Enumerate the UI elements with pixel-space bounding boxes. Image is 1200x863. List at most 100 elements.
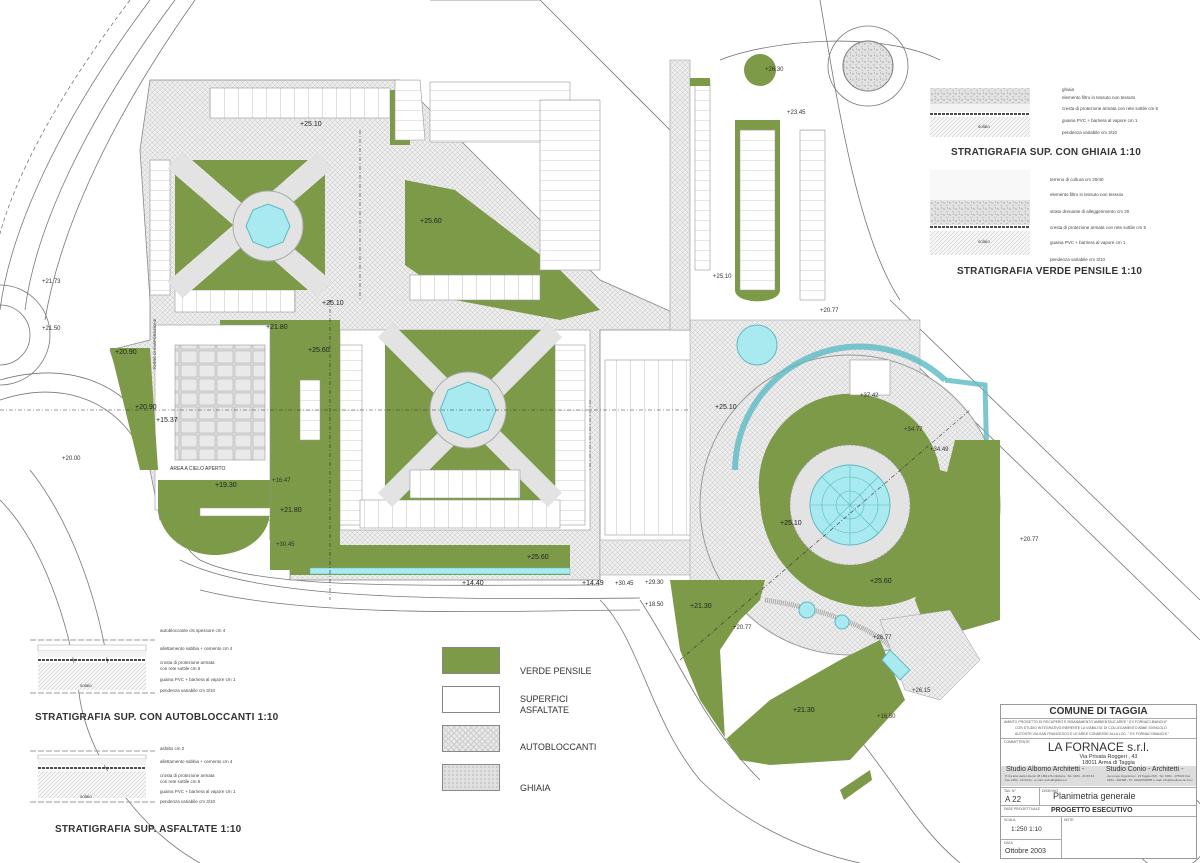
studio-1-name: Studio Albomo Architetti - — [1006, 766, 1085, 773]
legend-swatch-verde-pensile — [442, 647, 500, 674]
studio-2-details: via Lungo Argentina n. 23 Taggia (IM) - … — [1107, 774, 1193, 782]
slab-label: solaio — [978, 124, 990, 129]
layer-note: crosta di protezione armata — [160, 660, 215, 665]
green-roundabout — [744, 54, 776, 86]
elevation-label: +14.49 — [582, 580, 604, 587]
elevation-label: +29.30 — [645, 580, 664, 586]
elevation-label: +26.30 — [765, 67, 784, 73]
green-area-bottom-right — [670, 580, 905, 765]
municipality: COMUNE DI TAGGIA — [1049, 706, 1148, 717]
elevation-label: +21.50 — [42, 326, 61, 332]
elevation-label: +15.37 — [156, 417, 178, 424]
elevation-label: +25.60 — [420, 218, 442, 225]
layer-note: elemento filtro in tessuto non tessuto — [1062, 95, 1136, 100]
slab-label: solaio — [80, 794, 92, 799]
elevation-label: +30.45 — [276, 542, 295, 548]
layer-note: strato drenante di alleggerimento cm 20 — [1050, 209, 1130, 214]
legend-label: GHIAIA — [520, 783, 551, 793]
layer-note: guaina PVC + barriera al vapore cm 1 — [160, 789, 236, 794]
date-label: DATA — [1004, 841, 1013, 845]
tower-label: TORRE DI EVAPORAZIONE — [152, 318, 157, 370]
layer-note: elemento filtro in tessuto non tessuto — [1050, 192, 1124, 197]
layer-note: cresta di protezione armata con rete sot… — [1050, 225, 1147, 230]
elevation-label: +20.77 — [820, 308, 839, 314]
title-block: COMUNE DI TAGGIA AMBITO PROGETTO DI RECU… — [1000, 704, 1197, 859]
legend-swatch-ghiaia — [442, 764, 500, 791]
section-ghiaia-drawing — [930, 88, 1030, 137]
drawing-label: DISEGNO — [1042, 789, 1059, 793]
elevation-label: +21.30 — [793, 707, 815, 714]
layer-note: pendenza variabile cm 3/10 — [160, 688, 216, 693]
elevation-label: +19.30 — [215, 482, 237, 489]
legend-swatch-asfaltate — [442, 686, 500, 713]
green-triangle-left — [110, 348, 158, 470]
drawing-title: Planimetria generale — [1053, 791, 1136, 801]
layer-note: allettamento sabbia + cemento cm 4 — [160, 646, 233, 651]
elevation-label: +25.60 — [527, 554, 549, 561]
elevation-label: +25.60 — [308, 347, 330, 354]
stratigraphy-title: STRATIGRAFIA SUP. CON AUTOBLOCCANTI 1:10 — [35, 712, 279, 723]
legend-swatch-autobloccanti — [442, 725, 500, 752]
layer-note: ghiaia — [1062, 87, 1075, 92]
green-halfcircle-left — [158, 480, 270, 555]
elevation-label: +21.80 — [266, 324, 288, 331]
elevation-label: +20.90 — [115, 349, 137, 356]
section-autobloccanti-drawing — [30, 639, 155, 694]
client-label: COMMITTENTE — [1004, 740, 1030, 744]
octagon-skylight-upper — [245, 203, 291, 249]
phase: PROGETTO ESECUTIVO — [1051, 807, 1133, 814]
elevation-label: +30.45 — [615, 581, 634, 587]
notes-label: NOTE — [1064, 818, 1074, 822]
elevation-label: +23.45 — [787, 110, 806, 116]
green-strip-left — [290, 320, 570, 575]
elevation-label: +25.10 — [300, 121, 322, 128]
client-name: LA FORNACE s.r.l. — [1047, 740, 1150, 754]
elevation-label: +25.10 — [713, 274, 732, 280]
sheet-label: TAV. N° — [1004, 789, 1016, 793]
elevation-label: +25.60 — [870, 578, 892, 585]
section-lines — [0, 130, 971, 661]
client-city: 18011 Arma di Taggia — [1082, 760, 1135, 766]
layer-note: guaina PVC + barriera al vapore cm 1 — [1062, 118, 1138, 123]
roundabout-top — [842, 40, 894, 92]
elevation-label: +20.77 — [733, 625, 752, 631]
circular-building — [699, 343, 1001, 656]
layer-note: cresta di protezione armata con rete sot… — [1062, 106, 1159, 111]
project-description-line: CON STUDIO INTEGRATIVO INERENTE LA VIABI… — [1015, 726, 1167, 730]
elevation-label: +37.42 — [860, 393, 879, 399]
elevation-label: +20.00 — [62, 456, 81, 462]
studio-1-details: P.zza Eroi della Liberta' 28 18012 Bordi… — [1005, 774, 1095, 782]
layer-note: pendenza variabile cm 3/10 — [160, 799, 216, 804]
elevation-label: +26.77 — [873, 635, 892, 641]
round-skylight — [736, 324, 778, 366]
section-asfaltate-drawing — [30, 750, 155, 803]
layer-note: guaina PVC + barriera al vapore cm 1 — [1050, 240, 1126, 245]
project-description-line: AUTOSTR.VIA SAN FRANCESCO E LE AREE CONN… — [1015, 732, 1169, 736]
open-area-label: AREA A CIELO APERTO — [170, 466, 226, 472]
elevation-label: +21.80 — [280, 507, 302, 514]
legend-label: VERDE PENSILE — [520, 666, 592, 676]
studio-2-name: Studio Conio - Architetti - — [1106, 766, 1184, 773]
slab-label: solaio — [978, 239, 990, 244]
elevation-label: +34.77 — [904, 427, 923, 433]
slab-label: solaio — [80, 683, 92, 688]
scale-label: SCALA — [1004, 818, 1016, 822]
layer-note: con rete sottile cm 5 — [160, 779, 201, 784]
client-address: Via Privata Roggeri , 43 — [1079, 754, 1138, 760]
project-description-line: AMBITO PROGETTO DI RECUPERO E RISANAMENT… — [1004, 720, 1168, 724]
stratigraphy-title: STRATIGRAFIA VERDE PENSILE 1:10 — [957, 266, 1143, 277]
date: Ottobre 2003 — [1005, 848, 1046, 855]
layer-note: con rete sottile cm 5 — [160, 666, 201, 671]
roundabout-left — [0, 304, 31, 366]
sheet-number: A 22 — [1005, 795, 1022, 804]
layer-note: pendenza variabile cm 3/10 — [1062, 130, 1118, 135]
layer-note: crosta di protezione armata — [160, 773, 215, 778]
stratigraphy-title: STRATIGRAFIA SUP. ASFALTATE 1:10 — [55, 824, 242, 835]
elevation-label: +20.77 — [1020, 537, 1039, 543]
elevation-label: +34.49 — [930, 447, 949, 453]
elevation-label: +26.15 — [912, 688, 931, 694]
elevation-label: +21.73 — [42, 279, 61, 285]
phase-label: FASE PROGETTUALE — [1004, 807, 1040, 811]
legend-label: SUPERFICI ASFALTATE — [520, 694, 570, 715]
